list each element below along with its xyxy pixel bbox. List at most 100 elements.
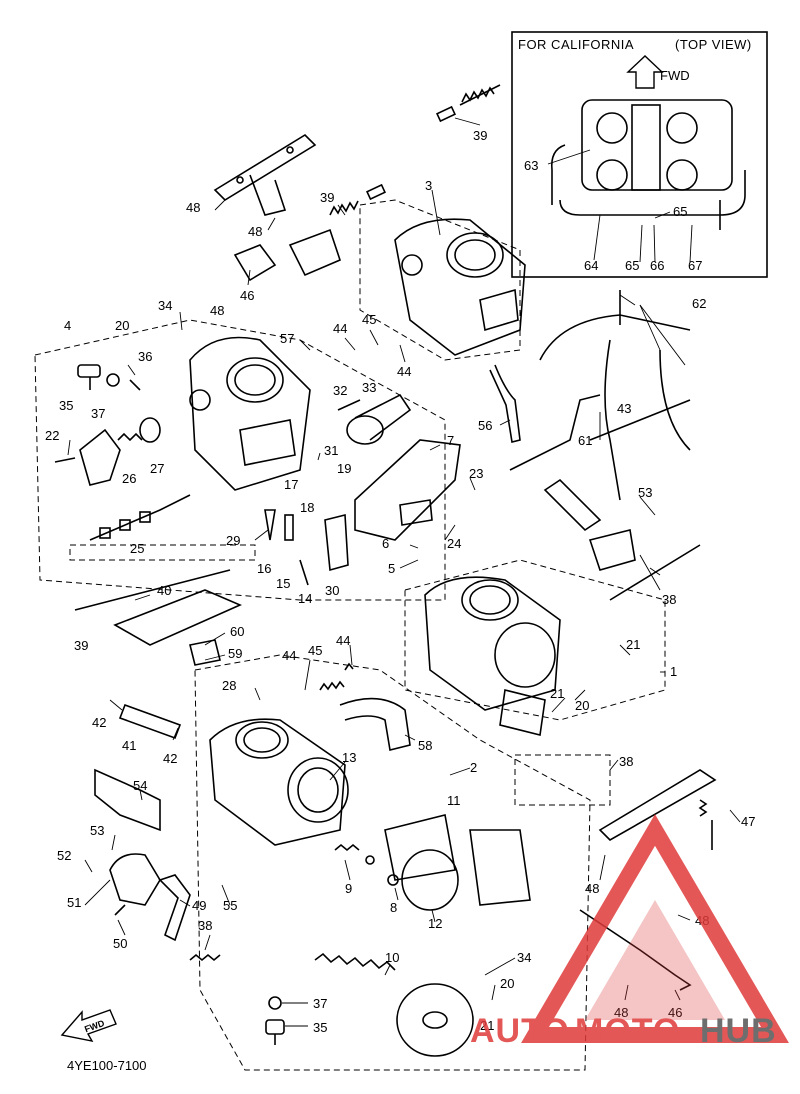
washer-37-top: [106, 373, 120, 387]
bracket-54: [94, 768, 161, 832]
callout-13: 13: [342, 750, 356, 765]
fwd-arrow: FWD: [60, 1009, 117, 1042]
callout-23: 23: [469, 466, 483, 481]
callout-21: 21: [626, 637, 640, 652]
hose-43: [509, 394, 691, 471]
callout-44: 44: [282, 648, 296, 663]
callout-62: 62: [692, 296, 706, 311]
callout-39: 39: [74, 638, 88, 653]
float-bowl-7: [354, 439, 461, 541]
callout-36: 36: [138, 349, 152, 364]
callout-44: 44: [397, 364, 411, 379]
hose-58: [339, 697, 411, 751]
watermark-hub: HUB: [700, 1012, 777, 1050]
callout-9: 9: [345, 881, 352, 896]
rod-38: [609, 544, 701, 601]
callout-34: 34: [158, 298, 172, 313]
callout-29: 29: [226, 533, 240, 548]
carburetor-1: [424, 576, 561, 736]
callout-46: 46: [240, 288, 254, 303]
callout-52: 52: [57, 848, 71, 863]
callout-65: 65: [625, 258, 639, 273]
inset-title: FOR CALIFORNIA: [518, 37, 634, 52]
cap-51: [109, 853, 161, 916]
carburetor-3: [394, 218, 526, 356]
carburetor-2: [209, 718, 349, 846]
callout-15: 15: [276, 576, 290, 591]
callout-60: 60: [230, 624, 244, 639]
callout-46: 46: [668, 1005, 682, 1020]
watermark-triangle-icon: [521, 814, 789, 1043]
watermark-auto: AUTO: [470, 1012, 570, 1050]
automotohub-watermark: AUTO MOTO HUB: [470, 814, 789, 1050]
group-3-outline: [359, 199, 521, 361]
callout-34: 34: [517, 950, 531, 965]
callout-37: 37: [313, 996, 327, 1011]
callout-39: 39: [320, 190, 334, 205]
callout-2: 2: [470, 760, 477, 775]
washer-37-bottom: [268, 996, 282, 1010]
callout-21: 21: [550, 686, 564, 701]
bracket-54-61: [543, 478, 636, 571]
callout-48: 48: [614, 1005, 628, 1020]
valve-35-top: [77, 364, 101, 390]
callout-39: 39: [473, 128, 487, 143]
callout-11: 11: [447, 793, 461, 808]
callout-58: 58: [418, 738, 432, 753]
callout-47: 47: [741, 814, 755, 829]
inset-view-label: (TOP VIEW): [675, 37, 752, 52]
callout-30: 30: [325, 583, 339, 598]
callout-63: 63: [524, 158, 538, 173]
callout-53: 53: [90, 823, 104, 838]
watermark-moto: MOTO: [575, 1012, 680, 1050]
callout-38: 38: [619, 754, 633, 769]
tube-56: [489, 364, 521, 443]
callout-24: 24: [447, 536, 461, 551]
spring-39-mid: [329, 183, 387, 216]
callout-49: 49: [192, 898, 206, 913]
pipe-41: [118, 703, 182, 740]
callout-48: 48: [210, 303, 224, 318]
california-inset: FOR CALIFORNIA (TOP VIEW) FWD 63 64 65 6…: [511, 31, 768, 278]
callout-17: 17: [284, 477, 298, 492]
inset-fwd-label: FWD: [660, 68, 690, 83]
throttle-link-46: [233, 228, 341, 282]
throttle-bracket-top: [213, 133, 317, 216]
spring-45-mid: [319, 662, 354, 691]
jet-kit-25: [89, 494, 191, 541]
diaphragm-33: [337, 393, 412, 445]
callout-4: 4: [64, 318, 71, 333]
callout-44: 44: [336, 633, 350, 648]
inset-fwd-arrow-icon: [626, 55, 664, 89]
group-38-outline: [514, 754, 611, 806]
part-code: 4YE100-7100: [67, 1058, 147, 1073]
lever-47: [598, 769, 717, 850]
group-25-outline: [69, 544, 256, 561]
callout-66: 66: [650, 258, 664, 273]
callout-7: 7: [447, 433, 454, 448]
callout-12: 12: [428, 916, 442, 931]
callout-55: 55: [223, 898, 237, 913]
screw-36: [129, 379, 141, 391]
callout-3: 3: [425, 178, 432, 193]
callout-50: 50: [113, 936, 127, 951]
callout-42: 42: [92, 715, 106, 730]
callout-51: 51: [67, 895, 81, 910]
diaphragm-12: [384, 814, 531, 911]
callout-40: 40: [157, 583, 171, 598]
callout-20: 20: [500, 976, 514, 991]
callout-26: 26: [122, 471, 136, 486]
callout-6: 6: [382, 536, 389, 551]
callout-61: 61: [578, 433, 592, 448]
callout-38: 38: [198, 918, 212, 933]
callout-64: 64: [584, 258, 598, 273]
cable-62: [539, 290, 691, 501]
jets-9: [334, 843, 399, 886]
callout-25: 25: [130, 541, 144, 556]
callout-28: 28: [222, 678, 236, 693]
callout-1: 1: [670, 664, 677, 679]
callout-33: 33: [362, 380, 376, 395]
callout-5: 5: [388, 561, 395, 576]
callout-20: 20: [115, 318, 129, 333]
